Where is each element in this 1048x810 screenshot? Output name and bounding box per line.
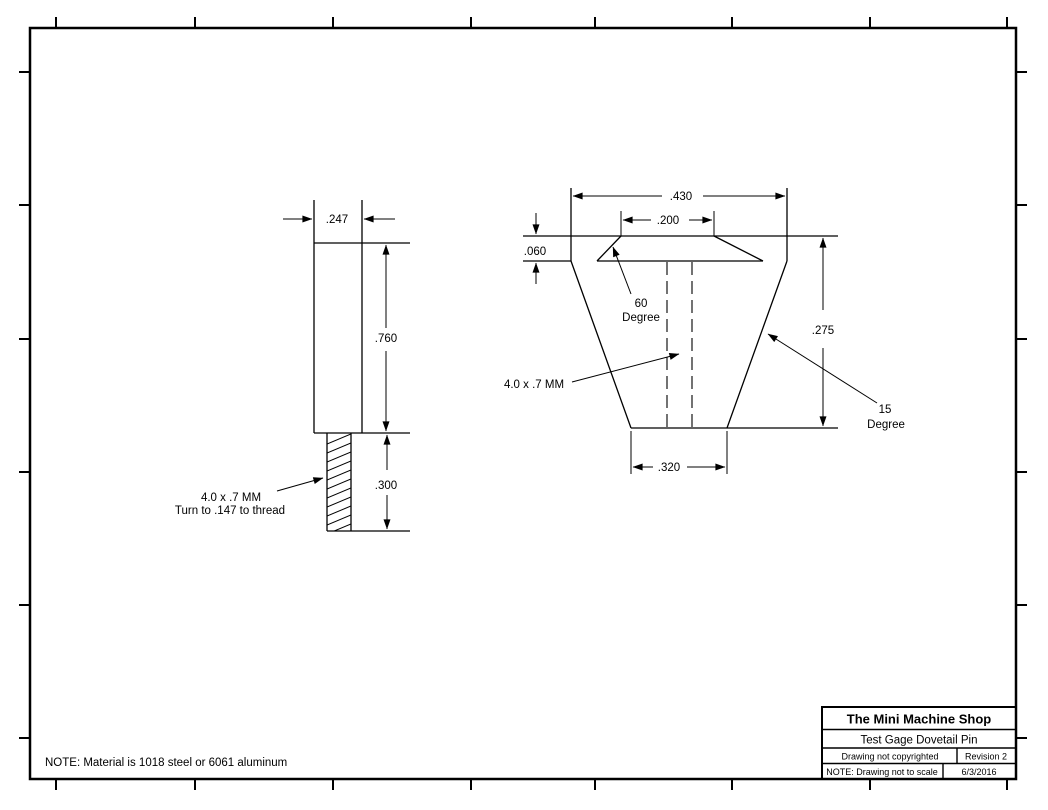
- taper-angle-leader: [767, 333, 878, 404]
- title-block-scale-note: NOTE: Drawing not to scale: [826, 767, 938, 777]
- thread-callout-line1: 4.0 x .7 MM: [201, 492, 261, 504]
- pin-side-view: .247 .760 .300 4.0 x .7 MM Turn to .147 …: [175, 200, 410, 532]
- taper-angle-label-line2: Degree: [867, 419, 905, 431]
- dovetail-angle-label-line2: Degree: [622, 312, 660, 324]
- dovetail-outline: [523, 188, 838, 429]
- dim-slot-width-label: .200: [657, 215, 679, 227]
- material-note: NOTE: Material is 1018 steel or 6061 alu…: [45, 757, 287, 769]
- dovetail-angle-leader: [612, 246, 632, 295]
- title-block-part-name: Test Gage Dovetail Pin: [861, 735, 978, 747]
- title-block-revision: Revision 2: [965, 752, 1007, 762]
- dim-overall-width-label: .430: [670, 191, 692, 203]
- title-block: The Mini Machine Shop Test Gage Dovetail…: [821, 706, 1017, 780]
- pin-side-view-outline: [313, 200, 410, 532]
- thread-callout-line2: Turn to .147 to thread: [175, 505, 285, 517]
- dovetail-profile-view: .430 .200 .060 .275 .320 60 Degree 15: [504, 188, 905, 474]
- border-tick-marks: [19, 17, 1027, 790]
- dim-thread-length-label: .300: [375, 480, 397, 492]
- thread-size-leader: [571, 353, 680, 383]
- thread-hole-hidden-lines: [666, 262, 693, 428]
- thread-callout-leader: [276, 477, 324, 492]
- title-block-date: 6/3/2016: [961, 767, 996, 777]
- dim-lip-height-label: .060: [524, 246, 546, 258]
- title-block-company: The Mini Machine Shop: [847, 712, 992, 727]
- thread-hatch-pattern: [327, 433, 351, 531]
- extension-lines: [620, 211, 728, 474]
- dim-base-width-label: .320: [658, 462, 680, 474]
- sheet-border: [19, 17, 1027, 790]
- dim-height-label: .275: [812, 325, 834, 337]
- dim-pin-width-label: .247: [326, 214, 348, 226]
- dim-pin-length-label: .760: [375, 333, 397, 345]
- taper-angle-label-line1: 15: [879, 404, 892, 416]
- dovetail-angle-label-line1: 60: [635, 298, 648, 310]
- title-block-copyright: Drawing not copyrighted: [841, 752, 938, 762]
- title-block-grid: [821, 706, 1017, 780]
- thread-size-label: 4.0 x .7 MM: [504, 379, 564, 391]
